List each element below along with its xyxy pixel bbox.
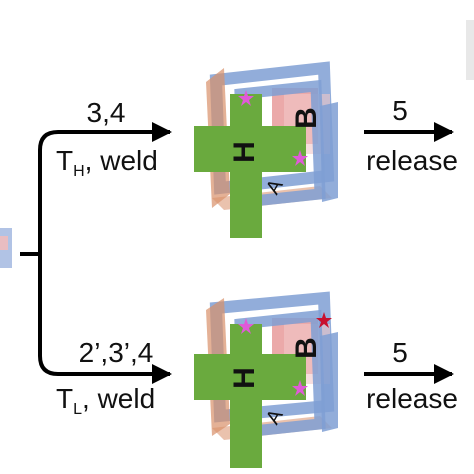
branch-bracket <box>20 122 172 384</box>
left-structure-fragment <box>0 228 12 268</box>
letter-b: B <box>290 337 323 359</box>
letter-b: B <box>290 107 323 129</box>
bottom-condition-label: TL, weld <box>56 383 155 418</box>
bottom-release-step: 5 <box>392 337 408 368</box>
cube-right-bar <box>320 332 338 432</box>
letter-h: H <box>228 141 261 163</box>
star-magenta <box>292 380 308 396</box>
right-edge-fragment <box>466 20 474 80</box>
bottom-reagent-label: 2’,3’,4 <box>79 337 154 368</box>
star-magenta <box>238 318 254 334</box>
star-magenta <box>292 150 308 166</box>
star-red <box>316 312 332 328</box>
top-cube: H B A <box>194 61 338 238</box>
top-reagent-label: 3,4 <box>87 97 126 128</box>
letter-h: H <box>228 367 261 389</box>
top-release-step: 5 <box>392 95 408 126</box>
green-cross-horizontal <box>194 126 306 172</box>
star-magenta <box>238 90 254 106</box>
green-cross-horizontal <box>194 354 306 400</box>
bottom-release-label: release <box>366 383 458 414</box>
cube-right-bar <box>320 102 338 202</box>
top-release-label: release <box>366 145 458 176</box>
top-condition-label: TH, weld <box>56 145 158 180</box>
bottom-cube: H B A <box>194 291 338 468</box>
